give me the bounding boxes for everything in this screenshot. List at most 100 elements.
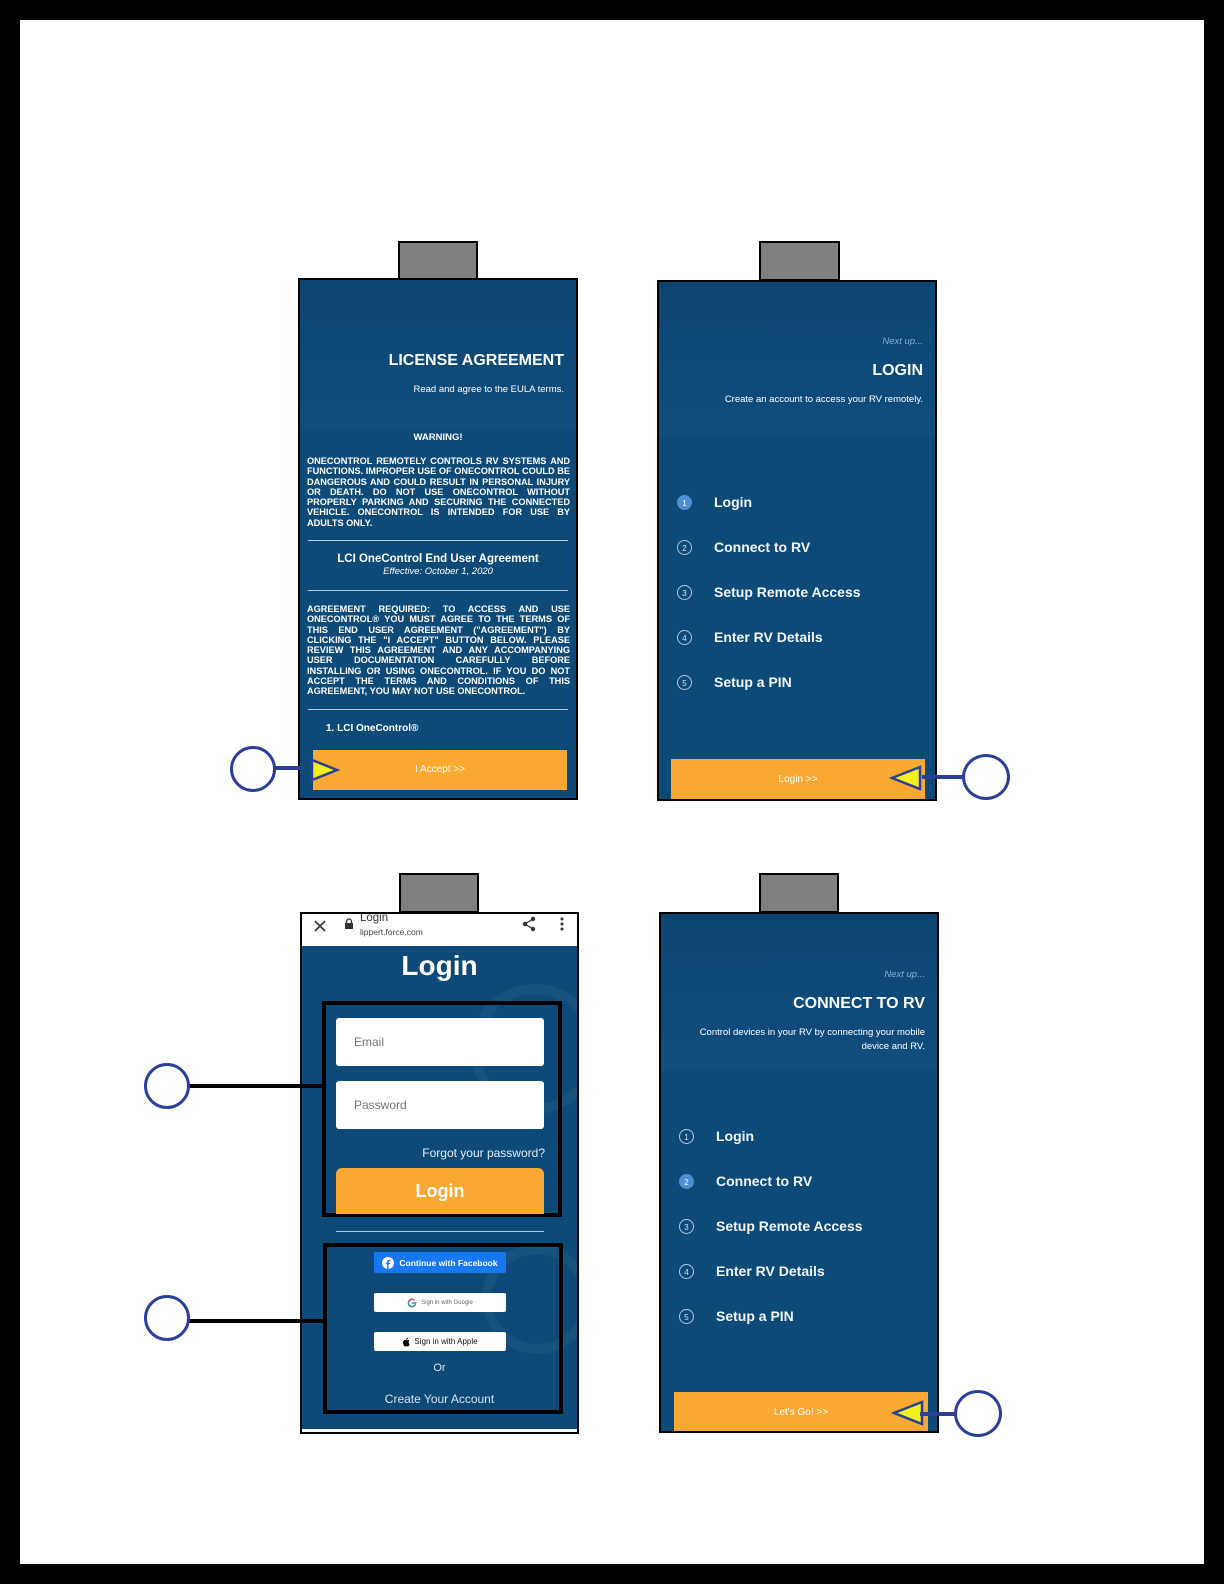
step-label: Connect to RV [716, 1173, 813, 1189]
step-number: 1 [677, 494, 692, 510]
page-title: LOGIN [872, 362, 923, 379]
step-item: 1 Login [679, 1128, 754, 1144]
divider [308, 540, 568, 541]
step-number: 5 [679, 1308, 694, 1324]
callout-leader-line [272, 766, 302, 770]
next-up-label: Next up... [882, 336, 923, 347]
warning-text: ONECONTROL REMOTELY CONTROLS RV SYSTEMS … [307, 456, 570, 528]
google-login-button[interactable]: Sign in with Google [374, 1293, 506, 1312]
section-heading: 1. LCI OneControl® [326, 723, 419, 734]
step-item: 2 Connect to RV [679, 1173, 812, 1189]
step-number: 1 [679, 1128, 694, 1144]
callout-leader-line [186, 1084, 324, 1088]
close-icon[interactable] [314, 920, 326, 932]
callout-leader-line [922, 775, 968, 779]
subtitle-line: Control devices in your RV by connecting… [699, 1027, 925, 1038]
callout-circle [954, 1390, 1002, 1437]
login-next-button[interactable]: Login >> [671, 759, 925, 799]
web-login-screen: Login lippert.force.com Login Forgot you… [300, 912, 579, 1434]
apple-login-label: Sign in with Apple [414, 1337, 478, 1346]
callout-circle [962, 754, 1010, 800]
step-label: Login [716, 1128, 755, 1144]
lets-go-button[interactable]: Let's Go! >> [674, 1392, 928, 1431]
browser-url: lippert.force.com [360, 927, 423, 937]
create-account-link[interactable]: Create Your Account [384, 1392, 495, 1406]
step-label: Setup Remote Access [714, 584, 861, 600]
accept-button[interactable]: I Accept >> [313, 750, 567, 790]
facebook-icon [382, 1256, 395, 1269]
phone-top-tab [759, 873, 839, 913]
step-item: 2 Connect to RV [677, 539, 810, 555]
step-label: Login [714, 494, 753, 510]
warning-heading: WARNING! [413, 432, 463, 443]
email-input[interactable] [336, 1018, 544, 1066]
license-agreement-screen: LICENSE AGREEMENT Read and agree to the … [298, 278, 578, 800]
callout-circle [144, 1295, 190, 1341]
subtitle-line: device and RV. [861, 1041, 925, 1052]
social-login-highlight-box [323, 1243, 563, 1414]
step-label: Enter RV Details [714, 629, 823, 645]
document-page: LICENSE AGREEMENT Read and agree to the … [20, 20, 1204, 1564]
apple-login-button[interactable]: Sign in with Apple [374, 1332, 506, 1351]
callout-leader-line [186, 1319, 324, 1323]
login-steps-screen: Next up... LOGIN Create an account to ac… [657, 280, 937, 801]
step-number: 5 [677, 674, 692, 690]
divider [336, 1231, 544, 1232]
callout-circle [144, 1063, 190, 1109]
page-subtitle: Control devices in your RV by connecting… [700, 1026, 925, 1054]
phone-top-tab [759, 241, 840, 281]
step-label: Setup Remote Access [716, 1218, 863, 1234]
step-number: 4 [679, 1263, 694, 1279]
more-vert-icon[interactable] [559, 917, 565, 931]
browser-title: Login [360, 912, 389, 924]
page-subtitle: Read and agree to the EULA terms. [413, 384, 564, 395]
step-item: 5 Setup a PIN [679, 1308, 794, 1324]
step-item: 1 Login [677, 494, 752, 510]
password-input[interactable] [336, 1081, 544, 1129]
step-item: 5 Setup a PIN [677, 674, 792, 690]
step-number: 3 [677, 584, 692, 600]
header: Next up... CONNECT TO RV Control devices… [661, 914, 937, 1070]
pointer-arrow-icon [310, 758, 341, 782]
step-number: 3 [679, 1218, 694, 1234]
pointer-arrow-icon [888, 765, 922, 791]
page-title: CONNECT TO RV [793, 995, 925, 1012]
divider [308, 590, 568, 591]
login-heading: Login [401, 950, 478, 981]
bottom-edge [302, 1429, 577, 1432]
or-separator: Or [433, 1362, 446, 1374]
agreement-effective-date: Effective: October 1, 2020 [383, 566, 493, 577]
lock-icon [345, 918, 353, 929]
facebook-login-button[interactable]: Continue with Facebook [374, 1252, 506, 1273]
step-label: Setup a PIN [716, 1308, 794, 1324]
step-item: 3 Setup Remote Access [679, 1218, 863, 1234]
page-title: LICENSE AGREEMENT [388, 352, 564, 369]
credentials-highlight-box [322, 1001, 562, 1217]
share-icon[interactable] [521, 916, 537, 932]
step-label: Setup a PIN [714, 674, 792, 690]
agreement-required-label: AGREEMENT REQUIRED: [307, 604, 431, 614]
header: LICENSE AGREEMENT Read and agree to the … [300, 280, 576, 430]
phone-top-tab [399, 873, 479, 913]
step-number: 2 [679, 1173, 694, 1189]
google-login-label: Sign in with Google [421, 1299, 473, 1306]
login-button[interactable]: Login [336, 1168, 544, 1214]
forgot-password-link[interactable]: Forgot your password? [422, 1146, 545, 1160]
step-item: 3 Setup Remote Access [677, 584, 861, 600]
step-number: 2 [677, 539, 692, 555]
next-up-label: Next up... [884, 969, 925, 980]
browser-bar: Login lippert.force.com [302, 914, 577, 946]
phone-top-tab [398, 241, 478, 281]
divider [308, 709, 568, 710]
callout-circle [230, 746, 276, 792]
connect-to-rv-screen: Next up... CONNECT TO RV Control devices… [659, 912, 939, 1433]
step-label: Connect to RV [714, 539, 811, 555]
step-number: 4 [677, 629, 692, 645]
page-subtitle: Create an account to access your RV remo… [724, 394, 923, 405]
google-icon [407, 1298, 417, 1307]
agreement-title: LCI OneControl End User Agreement [337, 553, 539, 565]
apple-icon [403, 1337, 411, 1346]
agreement-body: TO ACCESS AND USE ONECONTROL® YOU MUST A… [307, 604, 570, 697]
step-item: 4 Enter RV Details [677, 629, 823, 645]
